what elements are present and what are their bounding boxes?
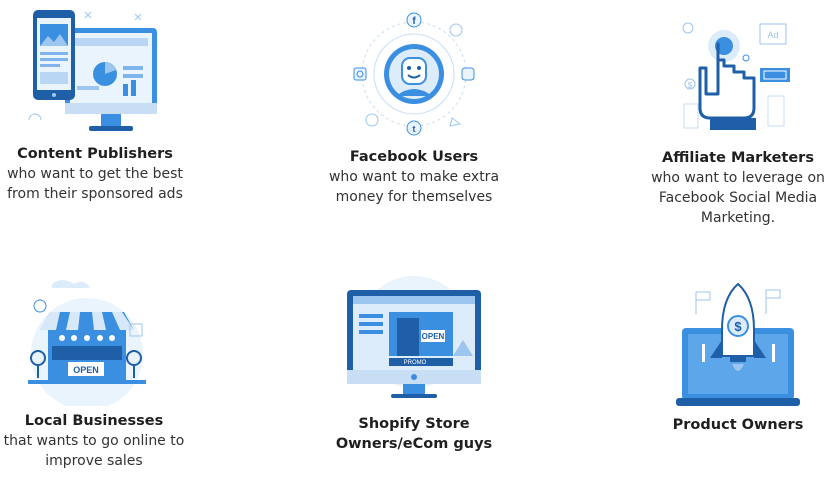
card-desc-line: who want to make extra	[328, 169, 500, 185]
facebook-users-illustration: f t	[352, 10, 476, 138]
card-title: Local Businesses	[24, 413, 164, 429]
affiliate-marketers-illustration: Ad $	[676, 8, 800, 138]
local-businesses-illustration: OPEN	[22, 274, 152, 410]
hand-click-cash-icon: Ad $	[682, 22, 790, 130]
card-title: Facebook Users	[349, 149, 479, 165]
card-affiliate-marketers: Affiliate Marketers who want to leverage…	[638, 148, 829, 228]
rocket-launch-laptop-icon: $	[676, 282, 800, 406]
card-shopify-store: Shopify Store Owners/eCom guys	[314, 414, 514, 454]
card-desc-line: improve sales	[45, 453, 143, 469]
storefront-open-icon: OPEN	[28, 280, 146, 410]
open-sign: OPEN	[422, 332, 445, 341]
monitor-phone-ads-icon	[28, 10, 157, 131]
svg-text:t: t	[413, 124, 416, 134]
card-desc-line: Owners/eCom guys	[335, 436, 493, 452]
svg-text:Ad: Ad	[767, 30, 778, 40]
card-title: Content Publishers	[17, 146, 173, 162]
card-title: Product Owners	[672, 417, 804, 433]
content-publishers-illustration	[25, 8, 165, 136]
open-sign: OPEN	[73, 365, 99, 375]
card-local-businesses: Local Businesses that wants to go online…	[0, 411, 194, 471]
card-product-owners: Product Owners	[638, 415, 829, 435]
svg-text:$: $	[688, 81, 693, 90]
card-content-publishers: Content Publishers who want to get the b…	[0, 144, 190, 204]
card-desc-line: money for themselves	[335, 189, 493, 205]
monitor-online-store-icon: OPEN PROMO	[347, 276, 481, 398]
card-desc-line: Facebook Social Media	[658, 190, 818, 206]
shopify-store-illustration: OPEN PROMO	[345, 272, 483, 404]
card-desc-line: from their sponsored ads	[7, 186, 183, 202]
card-facebook-users: Facebook Users who want to make extra mo…	[314, 147, 514, 207]
promo-label: PROMO	[404, 360, 427, 366]
card-desc-line: that wants to go online to	[3, 433, 185, 449]
social-user-money-icon: f t	[353, 12, 475, 136]
card-title: Affiliate Marketers	[662, 150, 814, 166]
card-desc-line: Marketing.	[700, 210, 776, 226]
dollar-symbol: $	[734, 319, 742, 334]
card-desc-line: who want to get the best	[7, 166, 183, 182]
card-title: Shopify Store	[358, 416, 470, 432]
svg-text:f: f	[412, 16, 416, 27]
card-desc-line: who want to leverage on	[651, 170, 825, 186]
product-owners-illustration: $	[672, 280, 804, 408]
